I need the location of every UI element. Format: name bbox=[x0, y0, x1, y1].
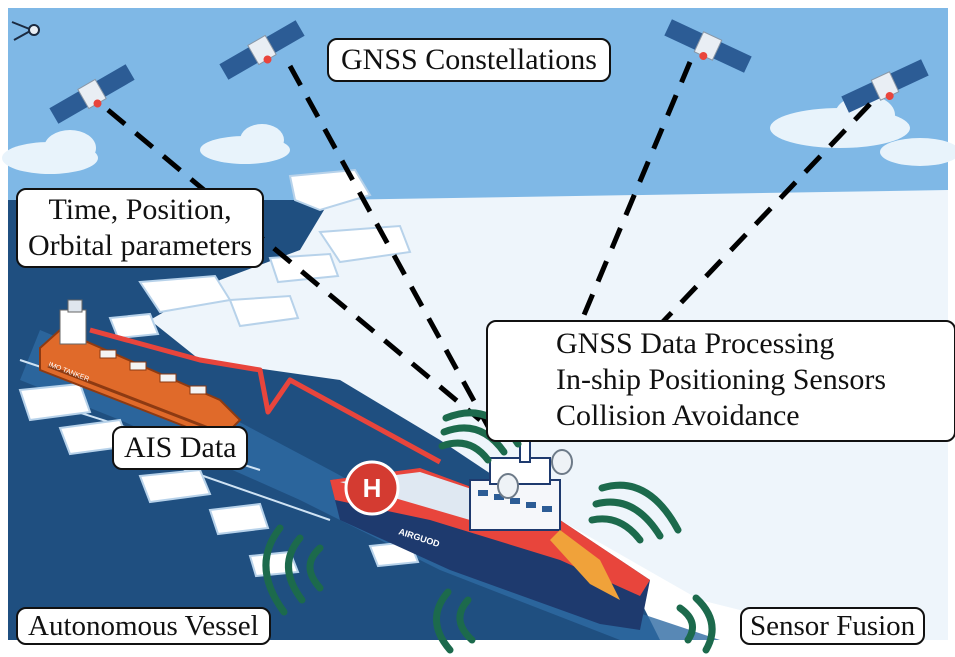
satellite bbox=[664, 19, 752, 73]
satellite-antenna-icon bbox=[11, 21, 40, 41]
cargo-ship: IMO TANKER bbox=[39, 299, 242, 442]
label-gnss-constellations: GNSS Constellations bbox=[327, 38, 611, 82]
label-time-position-orbital: Time, Position, Orbital parameters bbox=[16, 188, 265, 268]
satellite bbox=[49, 64, 135, 124]
satellite bbox=[841, 59, 929, 113]
label-line: Time, Position, bbox=[48, 193, 232, 226]
label-line: Collision Avoidance bbox=[556, 399, 800, 432]
helipad-marking: H bbox=[363, 473, 382, 503]
satellite bbox=[219, 20, 305, 80]
label-ais-data-text: AIS Data bbox=[124, 431, 237, 464]
cloud bbox=[2, 95, 955, 174]
label-sensor-fusion-text: Sensor Fusion bbox=[750, 610, 916, 642]
label-autonomous-vessel: Autonomous Vessel bbox=[16, 607, 271, 645]
label-line: Orbital parameters bbox=[28, 229, 253, 262]
label-line: In-ship Positioning Sensors bbox=[556, 363, 887, 396]
label-autonomous-vessel-text: Autonomous Vessel bbox=[28, 610, 259, 642]
label-gnss-constellations-text: GNSS Constellations bbox=[341, 43, 597, 76]
ais-link bbox=[89, 327, 442, 465]
icebreaker-ship: H AIRGUOD bbox=[330, 439, 650, 630]
label-ais-data: AIS Data bbox=[112, 426, 249, 470]
label-line: GNSS Data Processing bbox=[556, 327, 835, 360]
label-processing: GNSS Data Processing In-ship Positioning… bbox=[486, 320, 955, 442]
label-sensor-fusion: Sensor Fusion bbox=[740, 607, 926, 645]
